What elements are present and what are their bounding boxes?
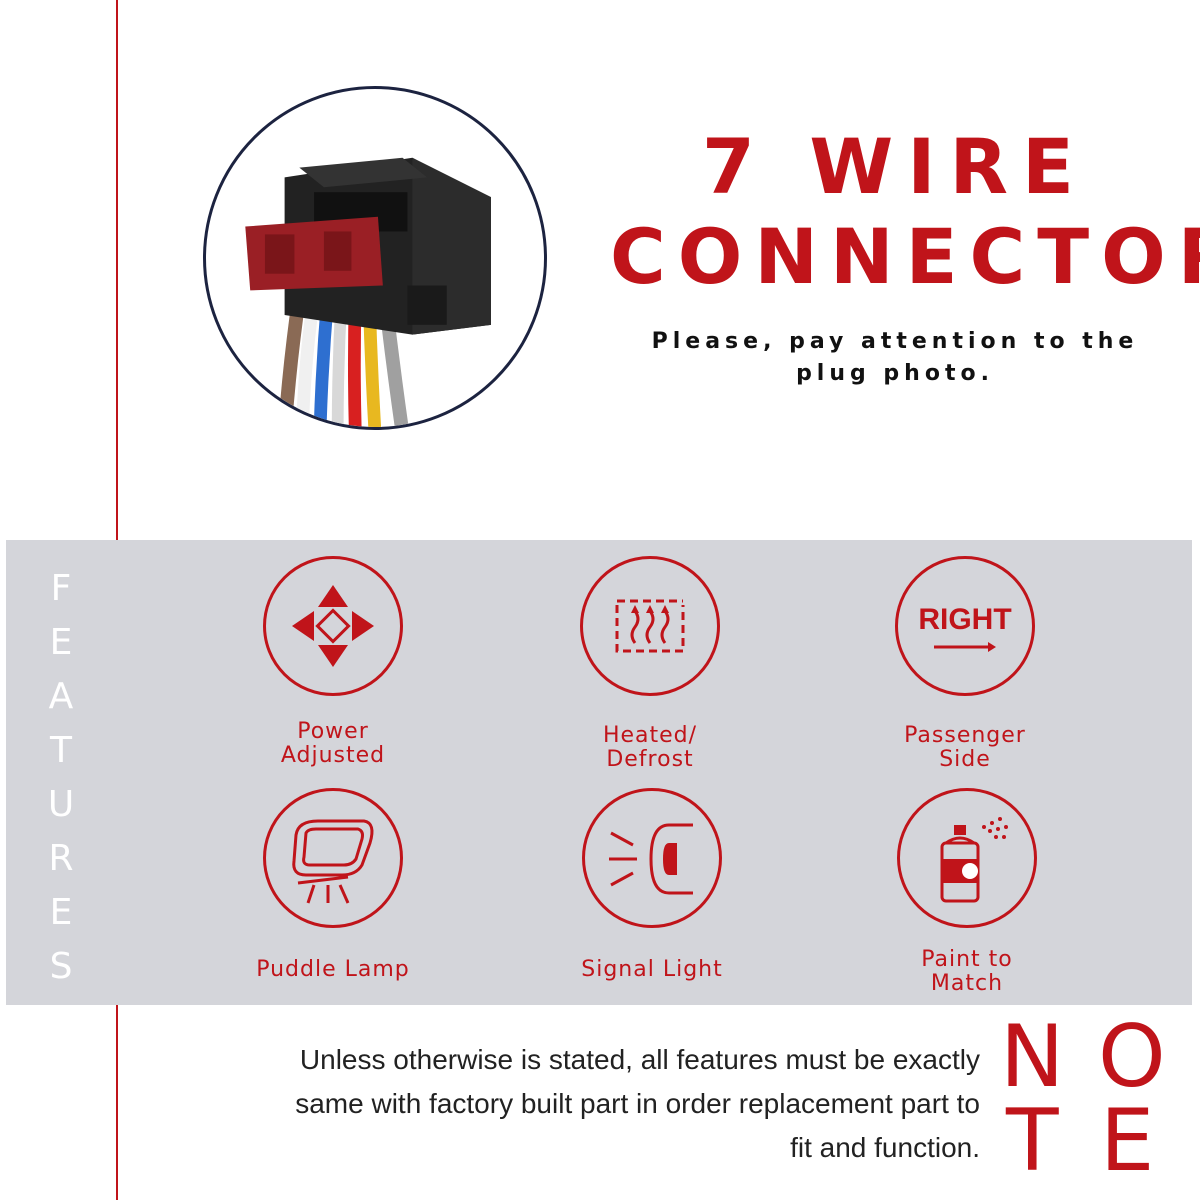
heading-letter: E xyxy=(49,622,73,663)
feature-label-line-1: Paint to xyxy=(921,947,1013,972)
right-arrow-icon: RIGHT xyxy=(895,556,1035,696)
note-letter: O xyxy=(1098,1007,1166,1107)
features-heading: F E A T U R E S xyxy=(44,562,78,994)
heading-letter: U xyxy=(47,784,75,825)
note-letter: N xyxy=(1000,1007,1065,1107)
feature-label-line-1: Passenger xyxy=(904,723,1026,748)
feature-label-line-2: Adjusted xyxy=(280,743,386,768)
feature-puddle-lamp: Puddle Lamp xyxy=(193,788,473,982)
subtitle: Please, pay attention to the plug photo. xyxy=(620,326,1170,390)
subtitle-line-1: Please, pay attention to the xyxy=(651,329,1139,354)
heading-letter: E xyxy=(49,892,73,933)
title-line-2: CONNECTOR xyxy=(610,212,1200,301)
heading-letter: R xyxy=(48,838,74,879)
subtitle-line-2: plug photo. xyxy=(796,361,994,386)
feature-label-line-2: Side xyxy=(939,747,991,772)
feature-label-line-2: Match xyxy=(930,971,1004,996)
feature-heated-defrost: Heated/ Defrost xyxy=(510,556,790,772)
feature-label-line-1: Power xyxy=(297,719,369,744)
feature-label-line-1: Signal Light xyxy=(581,957,723,982)
feature-paint-to-match: Paint to Match xyxy=(827,788,1107,996)
right-icon-text: RIGHT xyxy=(918,603,1011,636)
feature-label-line-1: Heated/ xyxy=(602,723,698,748)
heading-letter: A xyxy=(48,676,74,717)
heading-letter: F xyxy=(50,568,72,609)
feature-power-adjusted: Power Adjusted xyxy=(193,556,473,768)
connector-image xyxy=(245,157,491,427)
note-line-2: same with factory built part in order re… xyxy=(295,1088,980,1119)
title-line-1: 7 WIRE xyxy=(702,122,1088,211)
spray-can-icon xyxy=(897,788,1037,928)
signal-light-icon xyxy=(582,788,722,928)
note-letter: E xyxy=(1100,1091,1155,1191)
heading-letter: S xyxy=(49,946,73,987)
note-text: Unless otherwise is stated, all features… xyxy=(180,1038,980,1170)
connector-photo xyxy=(203,86,547,430)
note-letter: T xyxy=(1006,1091,1059,1191)
note-line-1: Unless otherwise is stated, all features… xyxy=(299,1044,980,1075)
defrost-icon xyxy=(580,556,720,696)
mirror-lamp-icon xyxy=(263,788,403,928)
arrows-icon xyxy=(263,556,403,696)
heading-letter: T xyxy=(50,730,72,771)
note-line-3: fit and function. xyxy=(790,1132,980,1163)
feature-passenger-side: RIGHT Passenger Side xyxy=(825,556,1105,772)
feature-label-line-2: Defrost xyxy=(606,747,694,772)
feature-label-line-1: Puddle Lamp xyxy=(256,957,410,982)
note-heading: N O T E xyxy=(1000,1014,1170,1184)
feature-signal-light: Signal Light xyxy=(512,788,792,982)
